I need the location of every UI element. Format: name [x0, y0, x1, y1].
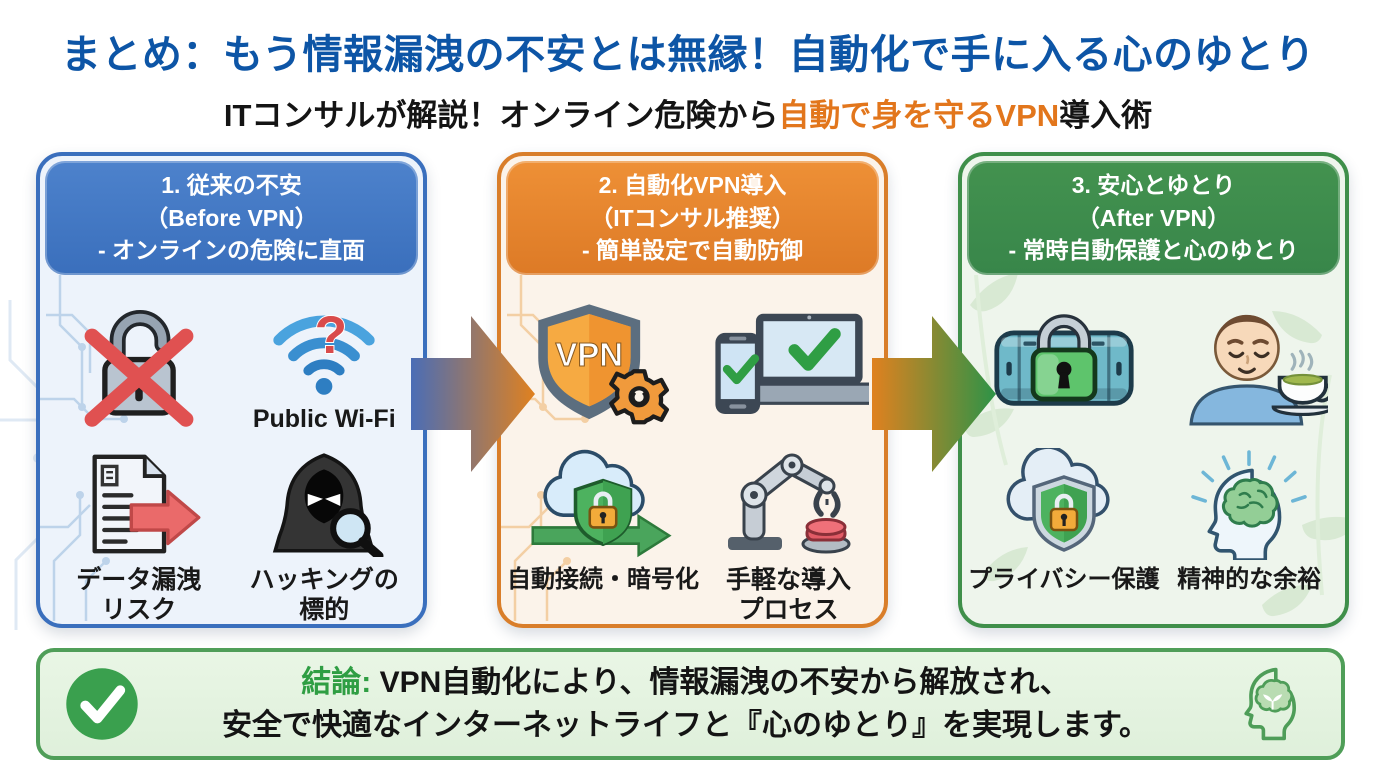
- panel-header-line: 2. 自動化VPN導入: [598, 172, 787, 198]
- secure-data-lock-icon: [984, 305, 1144, 427]
- subtitle-suffix: 導入術: [1059, 98, 1153, 133]
- hacker-icon: [263, 449, 385, 559]
- item-label: データ漏洩 リスク: [76, 565, 202, 625]
- conclusion-line1: VPN自動化により、情報漏洩の不安から解放され、: [371, 665, 1070, 699]
- panel-header-line: - 簡単設定で自動防御: [581, 237, 804, 264]
- page-subtitle: ITコンサルが解説！オンライン危険から自動で身を守るVPN導入術: [0, 90, 1376, 135]
- panel-automated-vpn: 2. 自動化VPN導入 （ITコンサル推奨） - 簡単設定で自動防御: [497, 152, 888, 628]
- svg-text:?: ?: [315, 306, 347, 365]
- panel-header-line: 3. 安心とゆとり: [1071, 172, 1236, 198]
- panel-header-line: 1. 従来の不安: [161, 172, 302, 198]
- devices-check-icon: [709, 307, 869, 425]
- arrow-vpn-to-after: [872, 316, 996, 472]
- panel-before-vpn: 1. 従来の不安 （Before VPN） - オンラインの危険に直面: [36, 152, 427, 628]
- check-circle-icon: [64, 666, 140, 742]
- panel-header-line: （After VPN）: [1076, 204, 1231, 231]
- subtitle-prefix: ITコンサルが解説！オンライン危険から: [223, 98, 779, 133]
- subtitle-highlight: 自動で身を守るVPN: [778, 98, 1060, 133]
- arrow-before-to-vpn: [411, 316, 535, 472]
- item-label: 精神的な余裕: [1177, 565, 1322, 593]
- cloud-privacy-shield-icon: [989, 447, 1139, 559]
- item-label: 手軽な導入 プロセス: [725, 565, 851, 625]
- panel-header-line: （ITコンサル推奨）: [590, 204, 795, 231]
- broken-lock-icon: [75, 302, 203, 430]
- conclusion-text: 結論: VPN自動化により、情報漏洩の不安から解放され、 安全で快適なインターネ…: [140, 661, 1231, 748]
- item-label: プライバシー保護: [968, 565, 1160, 593]
- panel-header-line: （Before VPN）: [145, 204, 318, 231]
- panel-after-vpn: 3. 安心とゆとり （After VPN） - 常時自動保護と心のゆとり: [958, 152, 1349, 628]
- conclusion-banner: 結論: VPN自動化により、情報漏洩の不安から解放され、 安全で快適なインターネ…: [36, 648, 1345, 760]
- conclusion-prefix: 結論:: [301, 665, 372, 699]
- panel-vpn-header: 2. 自動化VPN導入 （ITコンサル推奨） - 簡単設定で自動防御: [506, 161, 879, 275]
- robot-arm-button-icon: [714, 449, 864, 559]
- data-leak-icon: [71, 449, 207, 559]
- vpn-shield-label: VPN: [555, 336, 623, 373]
- calm-mind-brain-icon: [1179, 449, 1319, 560]
- panel-header-line: - オンラインの危険に直面: [97, 237, 366, 264]
- conclusion-line2: 安全で快適なインターネットライフと『心のゆとり』を実現します。: [222, 709, 1149, 742]
- item-label: Public Wi-Fi: [252, 404, 396, 433]
- relaxed-person-tea-icon: [1170, 306, 1329, 426]
- vpn-shield-gear-icon: VPN: [534, 302, 672, 430]
- panel-before-header: 1. 従来の不安 （Before VPN） - オンラインの危険に直面: [45, 161, 418, 275]
- item-label: ハッキングの 標的: [249, 565, 399, 625]
- cloud-shield-arrow-icon: [525, 449, 681, 559]
- panel-after-header: 3. 安心とゆとり （After VPN） - 常時自動保護と心のゆとり: [967, 161, 1340, 275]
- brain-head-icon: [1231, 658, 1319, 750]
- page-title: まとめ：もう情報漏洩の不安とは無縁！自動化で手に入る心のゆとり: [60, 33, 1316, 77]
- item-label: 自動接続・暗号化: [507, 565, 699, 593]
- public-wifi-icon: ?: [265, 298, 383, 398]
- panel-header-line: - 常時自動保護と心のゆとり: [1008, 237, 1299, 264]
